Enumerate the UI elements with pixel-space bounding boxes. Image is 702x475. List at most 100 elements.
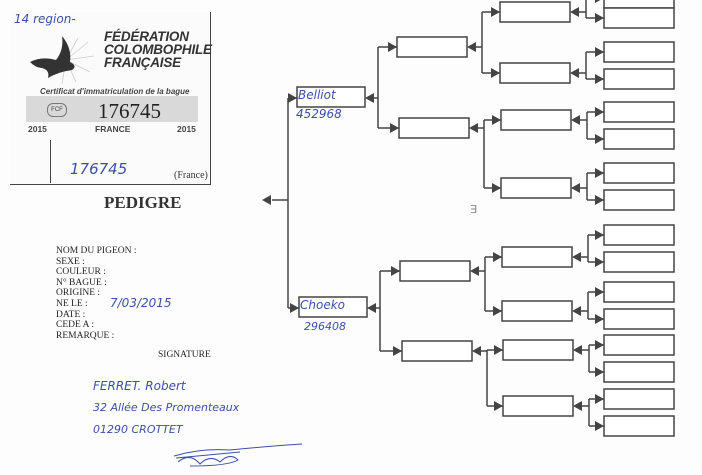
arrow-right-icon bbox=[493, 252, 502, 262]
arrow-left-icon bbox=[467, 42, 476, 52]
arrow-left-icon bbox=[365, 93, 374, 103]
great-great-grandparent-box bbox=[603, 308, 675, 330]
arrow-left-icon bbox=[470, 266, 479, 276]
arrow-left-icon bbox=[573, 345, 582, 355]
great-grandparent-box bbox=[500, 109, 572, 131]
grandparent-box bbox=[396, 36, 468, 58]
arrow-left-icon bbox=[262, 195, 271, 205]
arrow-right-icon bbox=[494, 401, 503, 411]
great-grandparent-box bbox=[502, 339, 574, 361]
sire-ring: 452968 bbox=[296, 107, 342, 121]
great-great-grandparent-box bbox=[603, 334, 675, 356]
great-grandparent-box bbox=[500, 177, 572, 199]
arrow-left-icon bbox=[367, 303, 376, 313]
year-left: 2015 bbox=[28, 124, 47, 134]
arrow-right-icon bbox=[595, 287, 604, 297]
arrow-left-icon bbox=[571, 115, 580, 125]
arrow-right-icon bbox=[595, 195, 604, 205]
region-note: 14 region- bbox=[14, 12, 76, 26]
ring-entry-box bbox=[50, 140, 211, 183]
field-date: DATE : bbox=[56, 309, 86, 320]
great-grandparent-box bbox=[501, 300, 573, 322]
arrow-right-icon bbox=[595, 74, 604, 84]
arrow-right-icon bbox=[494, 345, 503, 355]
country-note: (France) bbox=[174, 170, 208, 181]
field-sex: SEXE : bbox=[56, 256, 85, 267]
country: FRANCE bbox=[95, 124, 131, 134]
handwritten-ring-number: 176745 bbox=[70, 160, 128, 178]
arrow-right-icon bbox=[290, 303, 299, 313]
great-great-grandparent-box bbox=[603, 128, 675, 150]
sire-name: Belliot bbox=[298, 88, 336, 102]
great-great-grandparent-box bbox=[603, 281, 675, 303]
field-ring: N° BAGUE : bbox=[56, 277, 107, 288]
arrow-right-icon bbox=[595, 230, 604, 240]
arrow-right-icon bbox=[595, 134, 604, 144]
great-great-grandparent-box bbox=[603, 361, 675, 383]
arrow-right-icon bbox=[595, 13, 604, 23]
dam-ring: 296408 bbox=[304, 320, 346, 333]
owner-name: FERRET. Robert bbox=[93, 379, 186, 393]
pigeon-logo-icon bbox=[30, 36, 95, 85]
great-great-grandparent-box bbox=[603, 7, 675, 29]
great-great-grandparent-box bbox=[603, 68, 675, 90]
arrow-right-icon bbox=[595, 257, 604, 267]
federation-name: FÉDÉRATION COLOMBOPHILE FRANÇAISE bbox=[104, 30, 212, 70]
arrow-left-icon bbox=[572, 306, 581, 316]
grandparent-box bbox=[398, 117, 470, 139]
field-color: COULEUR : bbox=[56, 267, 106, 278]
pigeon-fields: NOM DU PIGEON : SEXE : COULEUR : N° BAGU… bbox=[56, 246, 137, 341]
ring-number-band bbox=[26, 96, 198, 122]
certificate-label: Certificat d'immatriculation de la bague bbox=[40, 87, 190, 96]
arrow-right-icon bbox=[491, 7, 500, 17]
arrow-right-icon bbox=[493, 306, 502, 316]
born-date-value: 7/03/2015 bbox=[110, 296, 172, 310]
great-great-grandparent-box bbox=[603, 388, 675, 410]
arrow-right-icon bbox=[595, 47, 604, 57]
arrow-left-icon bbox=[469, 123, 478, 133]
arrow-left-icon bbox=[570, 68, 579, 78]
grandparent-box bbox=[401, 340, 473, 362]
great-great-grandparent-box bbox=[603, 224, 675, 246]
year-right: 2015 bbox=[177, 124, 196, 134]
arrow-right-icon bbox=[492, 115, 501, 125]
federation-line-3: FRANÇAISE bbox=[104, 55, 181, 70]
great-great-grandparent-box bbox=[603, 101, 675, 123]
owner-city: 01290 CROTTET bbox=[93, 423, 183, 436]
arrow-right-icon bbox=[595, 394, 604, 404]
page-title: PEDIGRE bbox=[104, 193, 182, 212]
great-grandparent-box bbox=[499, 1, 571, 23]
arrow-right-icon bbox=[390, 123, 399, 133]
arrow-left-icon bbox=[571, 183, 580, 193]
arrow-left-icon bbox=[570, 7, 579, 17]
great-great-grandparent-box bbox=[603, 415, 675, 437]
arrow-right-icon bbox=[595, 168, 604, 178]
arrow-right-icon bbox=[391, 266, 400, 276]
arrow-right-icon bbox=[595, 367, 604, 377]
margin-mark: ∃ bbox=[470, 204, 477, 216]
field-born: NE LE : bbox=[56, 298, 88, 309]
ring-logo-icon: FCF bbox=[47, 103, 67, 117]
arrow-right-icon bbox=[388, 42, 397, 52]
field-origin: ORIGINE : bbox=[56, 288, 101, 299]
arrow-right-icon bbox=[491, 68, 500, 78]
arrow-right-icon bbox=[288, 93, 297, 103]
field-name: NOM DU PIGEON : bbox=[56, 246, 137, 256]
dam-box bbox=[298, 296, 368, 318]
arrow-right-icon bbox=[492, 183, 501, 193]
great-grandparent-box bbox=[501, 246, 573, 268]
federation-line-2: COLOMBOPHILE bbox=[104, 42, 212, 57]
great-great-grandparent-box bbox=[603, 251, 675, 273]
owner-address: 32 Allée Des Promenteaux bbox=[93, 401, 240, 414]
grandparent-box bbox=[399, 260, 471, 282]
field-transferred: CEDE A : bbox=[56, 320, 95, 331]
arrow-right-icon bbox=[393, 346, 402, 356]
dam-name: Choeko bbox=[300, 298, 345, 312]
ring-number: 176745 bbox=[98, 99, 161, 123]
arrow-left-icon bbox=[472, 346, 481, 356]
arrow-left-icon bbox=[573, 401, 582, 411]
great-grandparent-box bbox=[502, 395, 574, 417]
arrow-right-icon bbox=[595, 421, 604, 431]
sire-box bbox=[296, 86, 366, 108]
